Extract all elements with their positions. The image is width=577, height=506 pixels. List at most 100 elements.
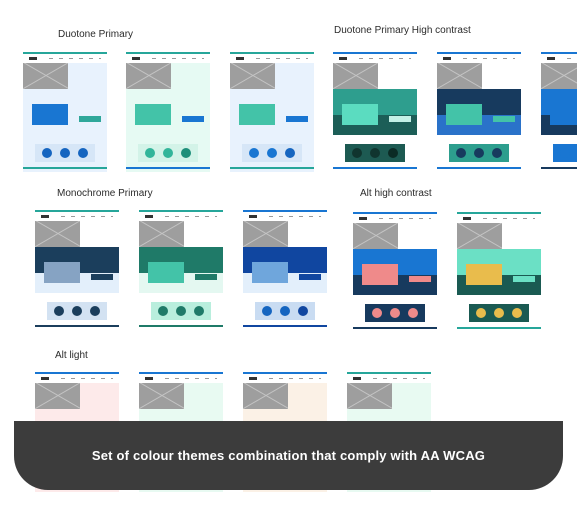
footer-line <box>23 167 107 169</box>
footer-line <box>139 325 223 327</box>
image-placeholder <box>139 383 184 409</box>
image-placeholder <box>23 63 68 89</box>
nav-links <box>269 378 321 379</box>
logo-mark <box>443 57 451 60</box>
nav-links <box>373 378 425 379</box>
nav-links <box>463 58 515 59</box>
theme-thumbnail <box>457 212 541 332</box>
content-block <box>466 264 502 285</box>
carousel-dot <box>370 148 380 158</box>
logo-mark <box>353 377 361 380</box>
header-bar <box>437 52 521 63</box>
nav-links <box>379 218 431 219</box>
theme-thumbnail <box>541 52 577 172</box>
nav-links <box>61 378 113 379</box>
button-block <box>389 116 411 122</box>
image-placeholder <box>353 223 398 249</box>
group-title-monochrome-primary: Monochrome Primary <box>57 188 153 199</box>
header-bar <box>457 212 541 223</box>
image-placeholder <box>541 63 577 89</box>
footer-line <box>437 167 521 169</box>
logo-mark <box>145 215 153 218</box>
nav-links <box>256 58 308 59</box>
content-block <box>239 104 275 125</box>
button-block <box>91 274 113 280</box>
nav-links <box>483 218 535 219</box>
logo-mark <box>236 57 244 60</box>
theme-thumbnail <box>353 212 437 332</box>
carousel-dot <box>163 148 173 158</box>
theme-thumbnail <box>23 52 107 172</box>
carousel-dot <box>78 148 88 158</box>
image-placeholder <box>35 383 80 409</box>
caption-text: Set of colour themes combination that co… <box>91 448 486 463</box>
group-title-alt-high-contrast: Alt high contrast <box>360 188 432 199</box>
carousel-dot <box>476 308 486 318</box>
theme-thumbnail <box>243 210 327 330</box>
group-title-duotone-primary: Duotone Primary <box>58 29 134 40</box>
content-block <box>44 262 80 283</box>
carousel-dot <box>60 148 70 158</box>
content-block <box>446 104 482 125</box>
carousel-dot <box>280 306 290 316</box>
button-block <box>286 116 308 122</box>
image-placeholder <box>243 221 288 247</box>
image-placeholder <box>437 63 482 89</box>
carousel-dot <box>512 308 522 318</box>
nav-links <box>49 58 101 59</box>
nav-links <box>165 216 217 217</box>
header-bar <box>139 372 223 383</box>
carousel-dot <box>42 148 52 158</box>
logo-mark <box>339 57 347 60</box>
carousel-dot <box>262 306 272 316</box>
button-block <box>182 116 204 122</box>
footer-line <box>35 325 119 327</box>
group-title-duotone-primary-high-contrast: Duotone Primary High contrast <box>334 25 471 36</box>
footer-line <box>457 327 541 329</box>
nav-links <box>165 378 217 379</box>
logo-mark <box>463 217 471 220</box>
image-placeholder <box>333 63 378 89</box>
logo-mark <box>41 215 49 218</box>
footer-line <box>353 327 437 329</box>
carousel-dot <box>285 148 295 158</box>
footer-line <box>126 167 210 169</box>
group-title-alt-light: Alt light <box>55 350 88 361</box>
button-block <box>409 276 431 282</box>
logo-mark <box>249 377 257 380</box>
header-bar <box>23 52 107 63</box>
theme-thumbnail <box>139 210 223 330</box>
theme-thumbnail <box>437 52 521 172</box>
logo-mark <box>547 57 555 60</box>
content-block <box>550 104 577 125</box>
carousel-dot <box>390 308 400 318</box>
header-bar <box>333 52 417 63</box>
theme-thumbnail <box>230 52 314 172</box>
button-block <box>513 276 535 282</box>
theme-thumbnail <box>126 52 210 172</box>
carousel-dot <box>158 306 168 316</box>
button-block <box>79 116 101 122</box>
button-block <box>493 116 515 122</box>
logo-mark <box>249 215 257 218</box>
content-block <box>32 104 68 125</box>
carousel-dot <box>90 306 100 316</box>
carousel-dot <box>249 148 259 158</box>
header-bar <box>353 212 437 223</box>
carousel-dot <box>408 308 418 318</box>
carousel-dot <box>560 148 570 158</box>
carousel-dot <box>267 148 277 158</box>
header-bar <box>347 372 431 383</box>
nav-links <box>269 216 321 217</box>
header-bar <box>243 372 327 383</box>
logo-mark <box>359 217 367 220</box>
image-placeholder <box>126 63 171 89</box>
content-block <box>135 104 171 125</box>
content-block <box>148 262 184 283</box>
carousel-dot <box>388 148 398 158</box>
logo-mark <box>41 377 49 380</box>
carousel-dot <box>72 306 82 316</box>
image-placeholder <box>139 221 184 247</box>
button-block <box>299 274 321 280</box>
carousel-dot <box>176 306 186 316</box>
